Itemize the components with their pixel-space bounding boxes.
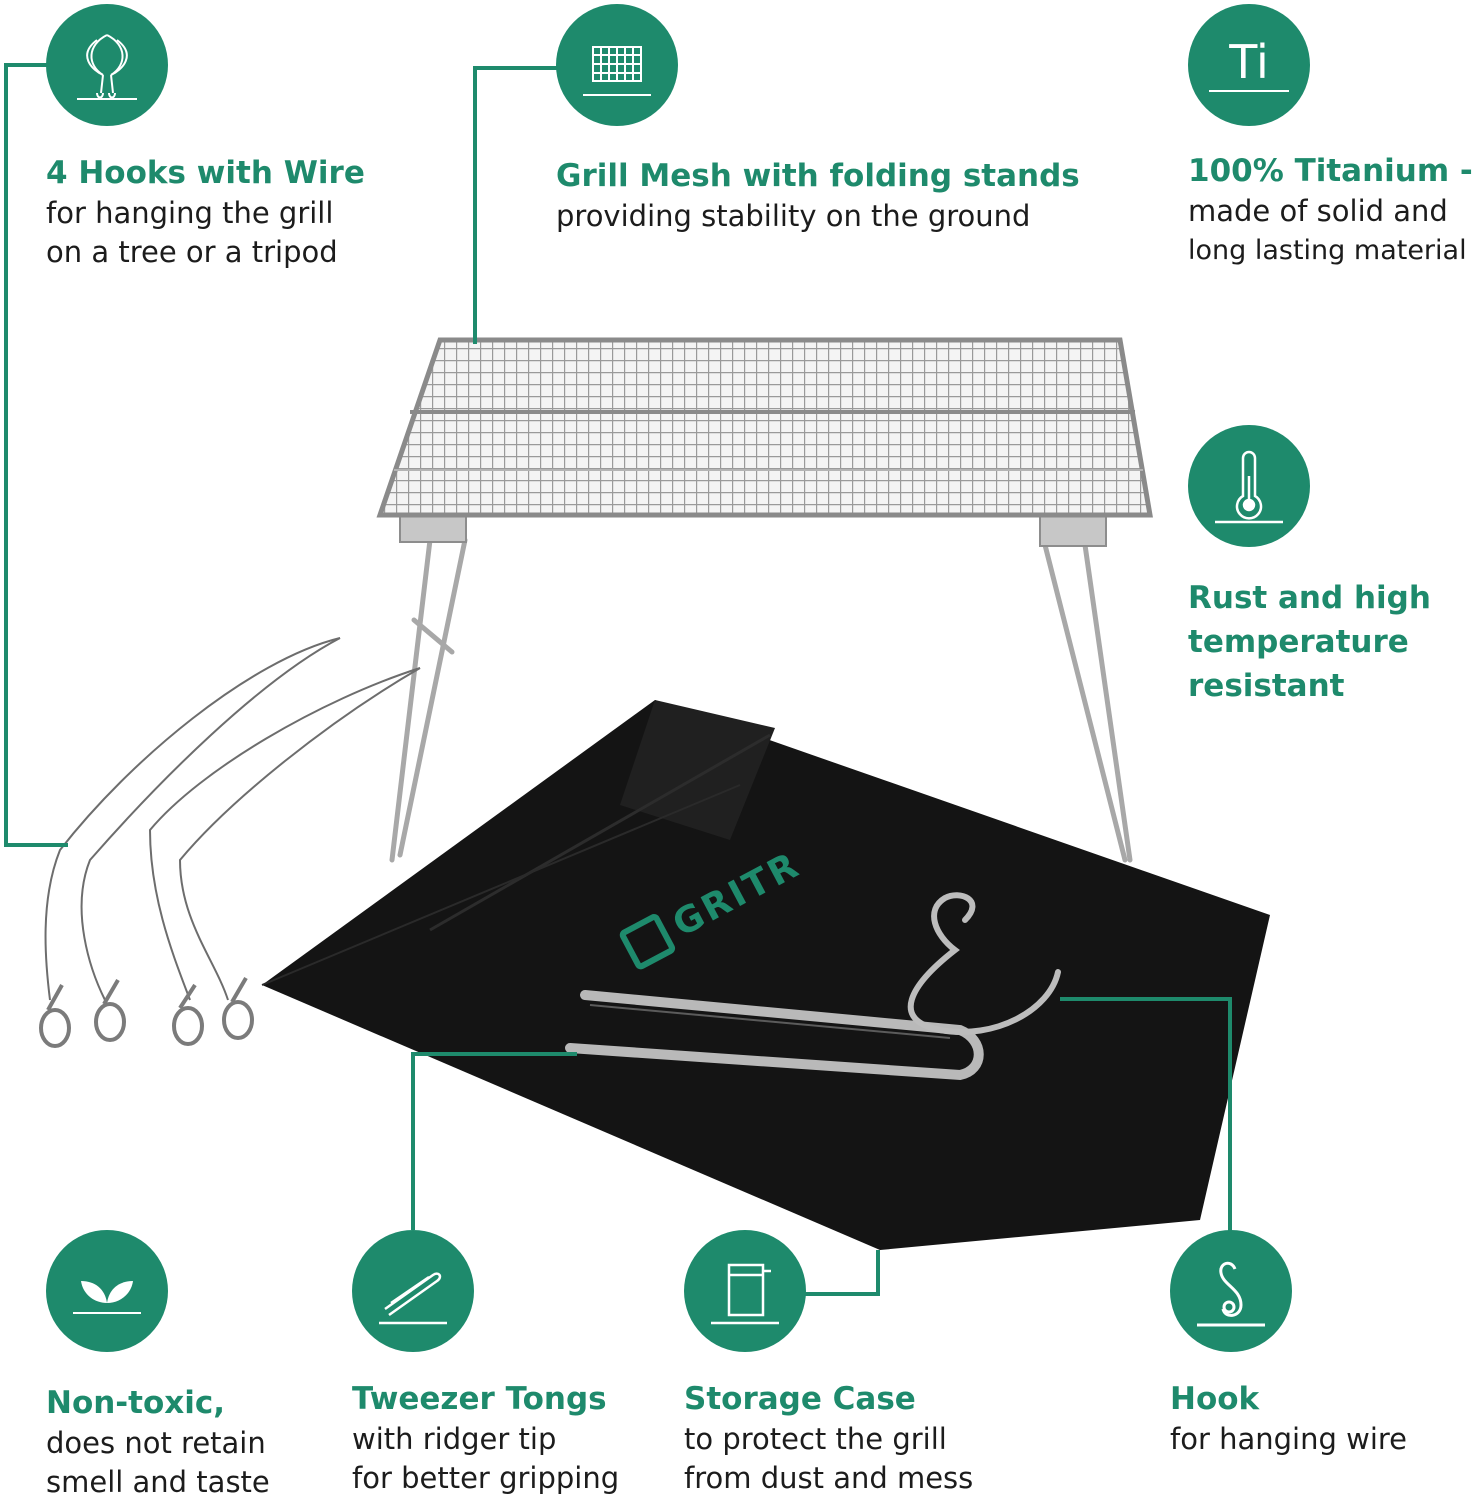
feature-titanium-line2: long lasting material bbox=[1188, 235, 1467, 266]
connector-tongs-top bbox=[411, 1052, 577, 1056]
connector-hook-top bbox=[1060, 997, 1230, 1001]
feature-hooks: 4 Hooks with Wire for hanging the grill … bbox=[46, 152, 365, 272]
hooks-wire-icon-circle bbox=[46, 4, 168, 126]
feature-nontoxic-title: Non-toxic, bbox=[46, 1385, 226, 1421]
feature-hook-title: Hook bbox=[1170, 1381, 1260, 1417]
leaf-icon-circle bbox=[46, 1230, 168, 1352]
connector-case bbox=[876, 1250, 880, 1294]
feature-case-line2: from dust and mess bbox=[684, 1461, 974, 1495]
feature-rust-title-line3: resistant bbox=[1188, 668, 1345, 704]
connector-hooks-bottom bbox=[4, 843, 68, 847]
feature-rust-title-line2: temperature bbox=[1188, 624, 1409, 660]
feature-case-line1: to protect the grill bbox=[684, 1422, 947, 1456]
grill-mesh-icon-circle bbox=[556, 4, 678, 126]
feature-case: Storage Case to protect the grill from d… bbox=[684, 1378, 973, 1498]
feature-tongs: Tweezer Tongs with ridger tip for better… bbox=[352, 1378, 619, 1498]
feature-rust: Rust and high temperature resistant bbox=[1188, 576, 1431, 708]
feature-mesh-title: Grill Mesh with folding stands bbox=[556, 158, 1080, 194]
connector-tongs bbox=[411, 1052, 415, 1230]
hook-icon bbox=[1197, 1261, 1265, 1327]
feature-mesh-line1: providing stability on the ground bbox=[556, 199, 1031, 233]
hook-icon-circle bbox=[1170, 1230, 1292, 1352]
feature-hooks-title: 4 Hooks with Wire bbox=[46, 155, 365, 191]
metal-hook-shape bbox=[907, 892, 1061, 1035]
feature-titanium-line1: made of solid and bbox=[1188, 194, 1448, 228]
feature-titanium-title: 100% Titanium - bbox=[1188, 153, 1473, 189]
grill-mesh-icon bbox=[583, 46, 651, 96]
feature-tongs-line1: with ridger tip bbox=[352, 1422, 557, 1456]
feature-hook-line1: for hanging wire bbox=[1170, 1422, 1407, 1456]
connector-mesh bbox=[473, 66, 477, 344]
storage-case-icon bbox=[711, 1263, 779, 1325]
thermometer-icon-circle bbox=[1188, 425, 1310, 547]
grill-legs bbox=[389, 537, 1133, 863]
titanium-icon-circle: Ti bbox=[1188, 4, 1310, 126]
feature-tongs-title: Tweezer Tongs bbox=[352, 1381, 607, 1417]
feature-hooks-line1: for hanging the grill bbox=[46, 196, 334, 230]
connector-hooks-top bbox=[4, 63, 48, 67]
hooks-wire-icon bbox=[77, 34, 137, 100]
feature-titanium: 100% Titanium - made of solid and long l… bbox=[1188, 150, 1473, 270]
storage-case-icon-circle bbox=[684, 1230, 806, 1352]
feature-nontoxic-line1: does not retain bbox=[46, 1426, 266, 1460]
leaf-icon bbox=[73, 1281, 141, 1314]
feature-case-title: Storage Case bbox=[684, 1381, 916, 1417]
feature-hooks-line2: on a tree or a tripod bbox=[46, 235, 338, 269]
grill-mesh bbox=[376, 337, 1153, 518]
feature-mesh: Grill Mesh with folding stands providing… bbox=[556, 155, 1080, 236]
tongs-icon bbox=[379, 1272, 447, 1325]
connector-mesh-top bbox=[473, 66, 557, 70]
feature-hook: Hook for hanging wire bbox=[1170, 1378, 1407, 1459]
connector-hook bbox=[1228, 997, 1232, 1233]
storage-bag-shape bbox=[261, 700, 1270, 1250]
tongs-icon-circle bbox=[352, 1230, 474, 1352]
connector-hooks bbox=[4, 63, 8, 845]
feature-rust-title-line1: Rust and high bbox=[1188, 580, 1431, 616]
hanging-wires bbox=[44, 637, 421, 1001]
titanium-icon: Ti bbox=[1229, 35, 1269, 89]
feature-tongs-line2: for better gripping bbox=[352, 1461, 620, 1495]
feature-nontoxic-line2: smell and taste bbox=[46, 1465, 270, 1499]
connector-case-bottom bbox=[800, 1292, 880, 1296]
thermometer-icon bbox=[1215, 450, 1283, 524]
wire-clips bbox=[39, 976, 254, 1048]
feature-nontoxic: Non-toxic, does not retain smell and tas… bbox=[46, 1382, 270, 1502]
